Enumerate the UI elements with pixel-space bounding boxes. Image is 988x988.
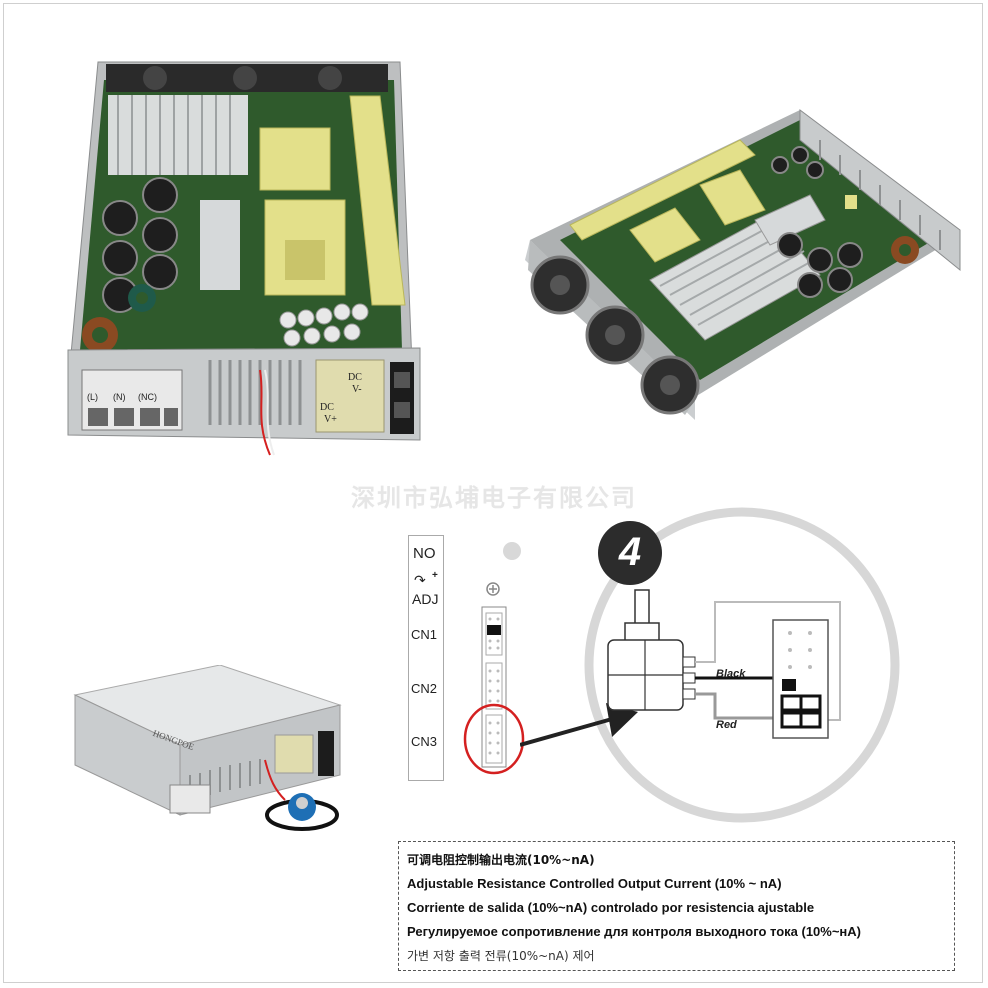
caption-spanish: Corriente de salida (10%~nA) controlado … <box>407 900 815 915</box>
red-wire-label: Red <box>716 719 737 731</box>
label-no: NO <box>413 545 436 562</box>
psu-case-photo: HONGPOE <box>70 665 350 845</box>
caption-box: 可调电阻控制输出电流(10%~nA) Adjustable Resistance… <box>398 841 955 971</box>
adj-arrow-icon: ↷ <box>414 572 426 588</box>
image-frame <box>3 3 983 983</box>
label-adj: ADJ <box>412 591 439 607</box>
connector-column <box>463 542 525 775</box>
ac-terminal-label-n: (N) <box>113 392 126 402</box>
wiring-detail-circle <box>520 507 900 823</box>
black-wire-label: Black <box>716 668 746 680</box>
psu-angled-view-photo <box>520 100 965 425</box>
ac-terminal-label-nc: (NC) <box>138 392 157 402</box>
label-cn3: CN3 <box>411 734 438 749</box>
label-cn2: CN2 <box>411 681 438 696</box>
dc-label-2: V- <box>352 384 362 395</box>
caption-russian: Регулируемое сопротивление для контроля … <box>407 924 861 939</box>
caption-english: Adjustable Resistance Controlled Output … <box>407 876 782 891</box>
connector-label-strip <box>408 535 444 781</box>
dc-label-1: DC <box>348 372 362 383</box>
adj-plus-glyph: + <box>432 570 438 581</box>
company-watermark: 深圳市弘埔电子有限公司 <box>351 484 637 512</box>
ac-terminal-label-l: (L) <box>87 392 98 402</box>
dc-label-3: DC <box>320 402 334 413</box>
caption-korean: 가변 저항 출력 전류(10%~nA) 제어 <box>407 949 595 963</box>
caption-chinese: 可调电阻控制输出电流(10%~nA) <box>407 853 595 867</box>
step-number-badge: 4 <box>598 521 662 585</box>
label-cn1: CN1 <box>411 627 438 642</box>
dc-label-4: V+ <box>324 414 337 425</box>
psu-top-view-photo: (L) (N) (NC) DC V- DC V+ <box>60 50 440 470</box>
